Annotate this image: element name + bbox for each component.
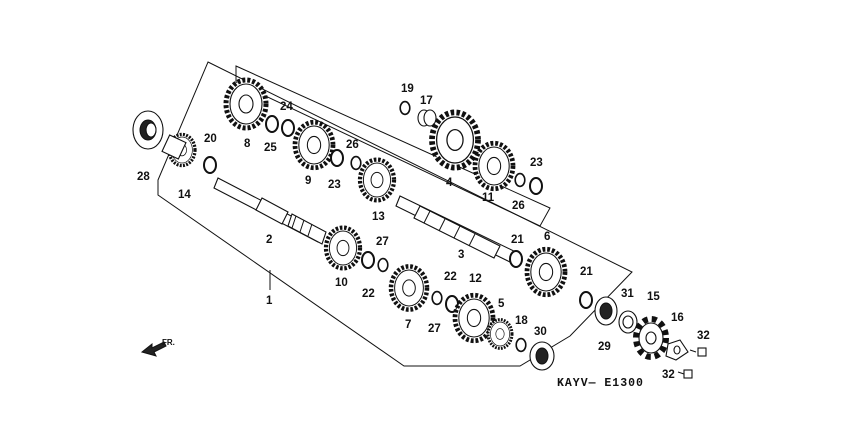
gear-8 (226, 80, 266, 128)
fixing-plate-16 (665, 339, 689, 361)
callout-6: 6 (544, 231, 550, 243)
callout-15: 15 (647, 291, 660, 303)
washer-25 (265, 115, 279, 133)
front-direction-arrow: FR. (140, 338, 175, 357)
bearing-29 (594, 296, 618, 326)
washer-26 (514, 172, 526, 188)
callout-10: 10 (335, 277, 348, 289)
drive-sprocket-15 (633, 316, 669, 360)
callout-25: 25 (264, 142, 277, 154)
callout-31: 31 (621, 288, 634, 300)
callout-22-a: 22 (362, 288, 375, 300)
callout-19: 19 (401, 83, 414, 95)
washer-27 (377, 257, 389, 273)
callout-9: 9 (305, 175, 311, 187)
callout-2: 2 (266, 234, 272, 246)
washer-23 (529, 177, 543, 195)
callout-5: 5 (498, 298, 505, 310)
callout-23-b: 23 (530, 157, 543, 169)
callout-18: 18 (515, 315, 528, 327)
callout-23-a: 23 (328, 179, 341, 191)
washer-20 (203, 156, 217, 174)
countershaft-3 (395, 195, 521, 265)
callout-4: 4 (446, 177, 453, 189)
washer-19 (399, 100, 411, 116)
callout-7: 7 (405, 319, 411, 331)
washer-21 (509, 250, 523, 268)
bearing-30 (529, 341, 555, 371)
callout-28: 28 (137, 171, 150, 183)
callout-12: 12 (469, 273, 482, 285)
shaft-stub-14 (161, 134, 187, 160)
callout-21-a: 21 (511, 234, 524, 246)
callout-26-b: 26 (512, 200, 525, 212)
gear-4 (432, 112, 478, 167)
washer-26 (350, 155, 362, 171)
washer-23 (330, 149, 344, 167)
gear-12 (455, 295, 493, 341)
washer-22 (361, 251, 375, 269)
callout-24: 24 (280, 101, 293, 113)
bolt-32-upper (689, 347, 707, 357)
gear-5 (486, 318, 514, 350)
callout-11: 11 (482, 192, 495, 204)
gear-6 (527, 249, 565, 295)
washer-21 (579, 291, 593, 309)
callout-27-a: 27 (376, 236, 389, 248)
callout-22-b: 22 (444, 271, 457, 283)
gear-9 (295, 122, 333, 168)
callout-8: 8 (244, 138, 251, 150)
oil-seal-31 (618, 310, 638, 334)
callout-32-a: 32 (697, 330, 710, 342)
callout-21-b: 21 (580, 266, 593, 278)
diagram-code: KAYV— E1300 (557, 377, 644, 390)
callout-3: 3 (458, 249, 464, 261)
gear-10 (326, 228, 360, 269)
callout-20: 20 (204, 133, 217, 145)
assembly-outline (157, 61, 633, 367)
callout-13: 13 (372, 211, 385, 223)
callout-27-b: 27 (428, 323, 441, 335)
gear-13 (360, 160, 394, 201)
callout-1: 1 (266, 295, 273, 307)
bushing-17 (417, 109, 437, 127)
callout-14: 14 (178, 189, 191, 201)
bolt-32-lower (677, 369, 693, 379)
washer-24 (281, 119, 295, 137)
callout-32-b: 32 (662, 369, 675, 381)
gear-11 (475, 143, 513, 189)
callout-17: 17 (420, 95, 433, 107)
callout-29: 29 (598, 341, 611, 353)
callout-30: 30 (534, 326, 547, 338)
bearing-28 (132, 110, 164, 150)
callout-26-a: 26 (346, 139, 359, 151)
mainshaft-2 (213, 177, 327, 245)
front-direction-label: FR. (162, 338, 175, 347)
washer-18 (515, 337, 527, 353)
callout-16: 16 (671, 312, 684, 324)
gear-7 (391, 266, 427, 309)
washer-27 (431, 290, 443, 306)
